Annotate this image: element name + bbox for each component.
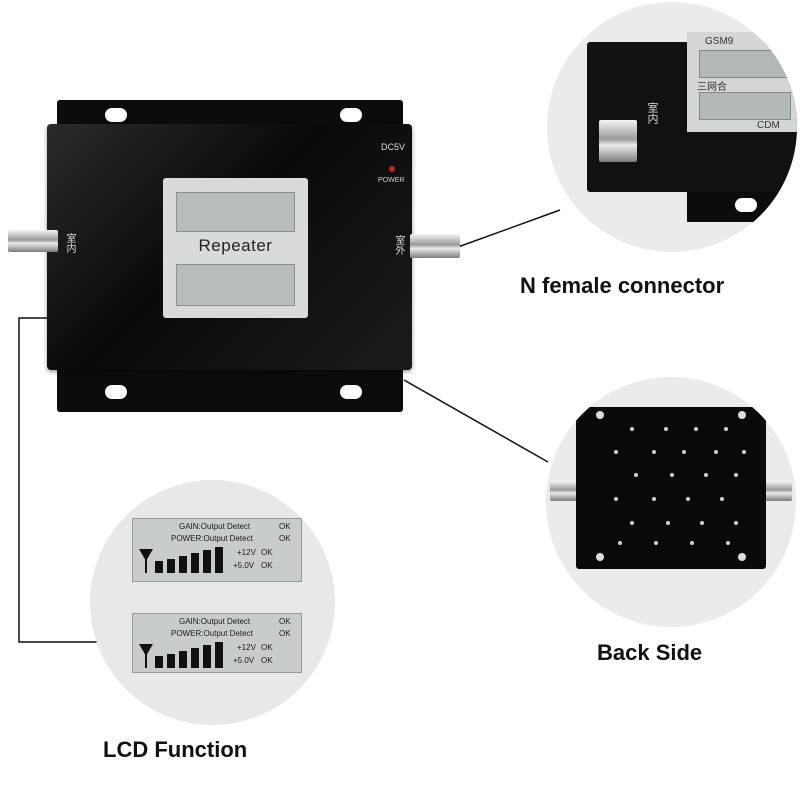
- mount-hole-bottom-right: [340, 385, 362, 399]
- outdoor-label: 室外: [393, 235, 404, 255]
- indoor-connector: [8, 230, 58, 252]
- back-connector-right: [762, 481, 792, 501]
- closeup-n-connector: [599, 120, 637, 162]
- power-label: POWER: [378, 177, 405, 184]
- closeup-text-2: 三网合: [697, 82, 727, 93]
- lcd-window-top: [176, 192, 295, 232]
- back-callout-line: [403, 379, 549, 463]
- lcd-1-signal-icon: [139, 547, 223, 573]
- back-connector-left: [550, 481, 580, 501]
- back-plate: [576, 407, 766, 569]
- closeup-mount-hole: [735, 198, 757, 212]
- lcd-1-gain-ok: OK: [279, 522, 291, 531]
- lcd-2-power-ok: OK: [279, 629, 291, 638]
- closeup-port-label: 室内: [646, 102, 659, 124]
- dc-label: DC5V: [381, 142, 406, 152]
- lcd-2-power: POWER:Output Detect: [171, 629, 253, 638]
- lcd-panel-2: GAIN:Output Detect OK POWER:Output Detec…: [132, 613, 302, 673]
- lcd-closeup: GAIN:Output Detect OK POWER:Output Detec…: [90, 480, 335, 725]
- lcd-1-12v: +12V: [237, 548, 256, 557]
- lcd-2-gain-ok: OK: [279, 617, 291, 626]
- power-led: [389, 166, 395, 172]
- lcd-1-5v-ok: OK: [261, 561, 273, 570]
- lcd-1-power-ok: OK: [279, 534, 291, 543]
- closeup-lcd-bottom: [699, 92, 791, 120]
- lcd-1-power: POWER:Output Detect: [171, 534, 253, 543]
- lcd-2-5v-ok: OK: [261, 656, 273, 665]
- outdoor-connector: [410, 234, 460, 258]
- lcd-function-label: LCD Function: [103, 737, 248, 762]
- closeup-text-1: GSM9: [705, 36, 734, 47]
- closeup-lcd-top: [699, 50, 791, 78]
- closeup-panel: GSM9 三网合 CDM: [687, 32, 797, 132]
- mount-hole-top-left: [105, 108, 127, 122]
- lcd-2-5v: +5.0V: [233, 656, 255, 665]
- lcd-2-gain: GAIN:Output Detect: [179, 617, 251, 626]
- connector-callout-line: [457, 209, 561, 248]
- connector-callout-label: N female connector: [520, 273, 725, 298]
- lcd-window-bottom: [176, 264, 295, 306]
- lcd-2-12v-ok: OK: [261, 643, 273, 652]
- back-plate-holes: [596, 411, 746, 561]
- back-side-closeup: [546, 377, 796, 627]
- mount-hole-top-right: [340, 108, 362, 122]
- back-side-label: Back Side: [597, 640, 703, 665]
- lcd-1-gain: GAIN:Output Detect: [179, 522, 251, 531]
- lcd-label: Repeater: [198, 236, 273, 255]
- lcd-2-signal-icon: [139, 642, 223, 668]
- closeup-text-3: CDM: [757, 120, 780, 131]
- mount-hole-bottom-left: [105, 385, 127, 399]
- lcd-1-5v: +5.0V: [233, 561, 255, 570]
- lcd-2-12v: +12V: [237, 643, 256, 652]
- connector-closeup: GSM9 三网合 CDM 室内: [547, 2, 797, 252]
- lcd-1-12v-ok: OK: [261, 548, 273, 557]
- lcd-panel-1: GAIN:Output Detect OK POWER:Output Detec…: [132, 518, 302, 582]
- indoor-label: 室内: [64, 233, 75, 253]
